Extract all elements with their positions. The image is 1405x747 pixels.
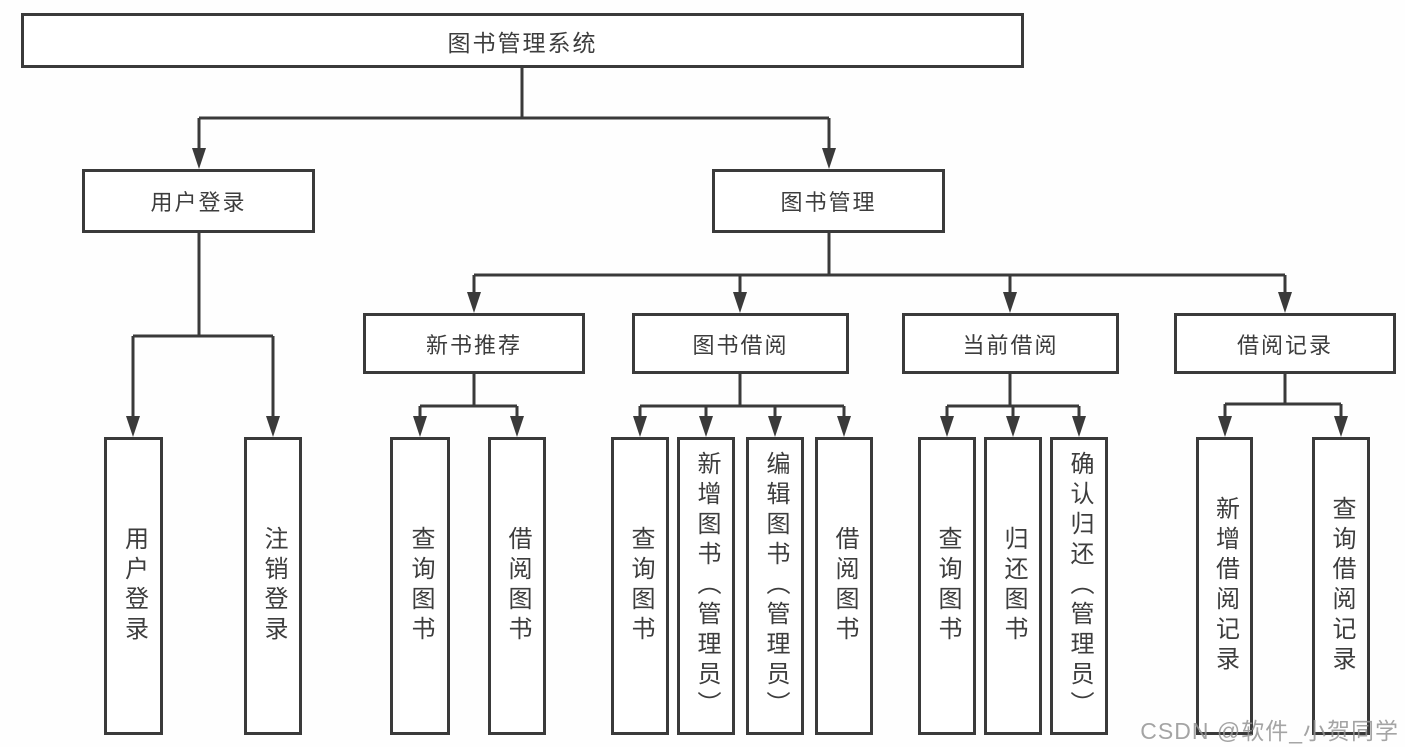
node-current-borrowing: 当前借阅 [902,313,1119,374]
leaf-logout: 注销登录 [244,437,302,735]
leaf-user-login-label: 用户登录 [120,526,148,646]
leaf-edit-book-admin: 编辑图书（管理员） [746,437,804,735]
leaf-borrowing-query-book: 查询图书 [611,437,669,735]
node-borrowing-records: 借阅记录 [1174,313,1396,374]
node-new-book-recommend: 新书推荐 [363,313,585,374]
node-new-book-recommend-label: 新书推荐 [425,332,522,358]
leaf-query-borrow-record-label: 查询借阅记录 [1328,496,1355,676]
node-root-label: 图书管理系统 [447,29,598,56]
leaf-recommend-query-book: 查询图书 [390,437,450,735]
node-user-login: 用户登录 [82,169,315,233]
leaf-add-book-admin-label: 新增图书（管理员） [693,451,720,721]
leaf-add-borrow-record: 新增借阅记录 [1196,437,1253,735]
node-root: 图书管理系统 [21,13,1024,68]
leaf-return-book: 归还图书 [984,437,1042,735]
leaf-add-borrow-record-label: 新增借阅记录 [1211,496,1239,676]
leaf-recommend-borrow-book-label: 借阅图书 [504,526,531,646]
leaf-edit-book-admin-label: 编辑图书（管理员） [762,451,789,721]
csdn-watermark: CSDN @软件_小贺同学 [1140,718,1399,744]
leaf-current-query-book-label: 查询图书 [934,526,961,646]
leaf-current-query-book: 查询图书 [918,437,976,735]
leaf-confirm-return-admin-label: 确认归还（管理员） [1066,451,1093,721]
node-book-management: 图书管理 [712,169,945,233]
node-book-management-label: 图书管理 [780,190,877,215]
leaf-borrowing-query-book-label: 查询图书 [627,526,654,646]
leaf-user-login: 用户登录 [104,437,163,735]
leaf-return-book-label: 归还图书 [1000,526,1027,646]
leaf-recommend-borrow-book: 借阅图书 [488,437,546,735]
leaf-recommend-query-book-label: 查询图书 [407,526,434,646]
leaf-query-borrow-record: 查询借阅记录 [1312,437,1370,735]
node-borrowing-records-label: 借阅记录 [1236,332,1333,358]
leaf-borrowing-borrow-book: 借阅图书 [815,437,873,735]
leaf-logout-label: 注销登录 [260,526,287,646]
node-user-login-label: 用户登录 [150,190,247,215]
node-book-borrowing: 图书借阅 [632,313,849,374]
leaf-add-book-admin: 新增图书（管理员） [677,437,735,735]
node-current-borrowing-label: 当前借阅 [962,332,1059,358]
leaf-confirm-return-admin: 确认归还（管理员） [1050,437,1108,735]
leaf-borrowing-borrow-book-label: 借阅图书 [831,526,858,646]
node-book-borrowing-label: 图书借阅 [692,332,789,358]
